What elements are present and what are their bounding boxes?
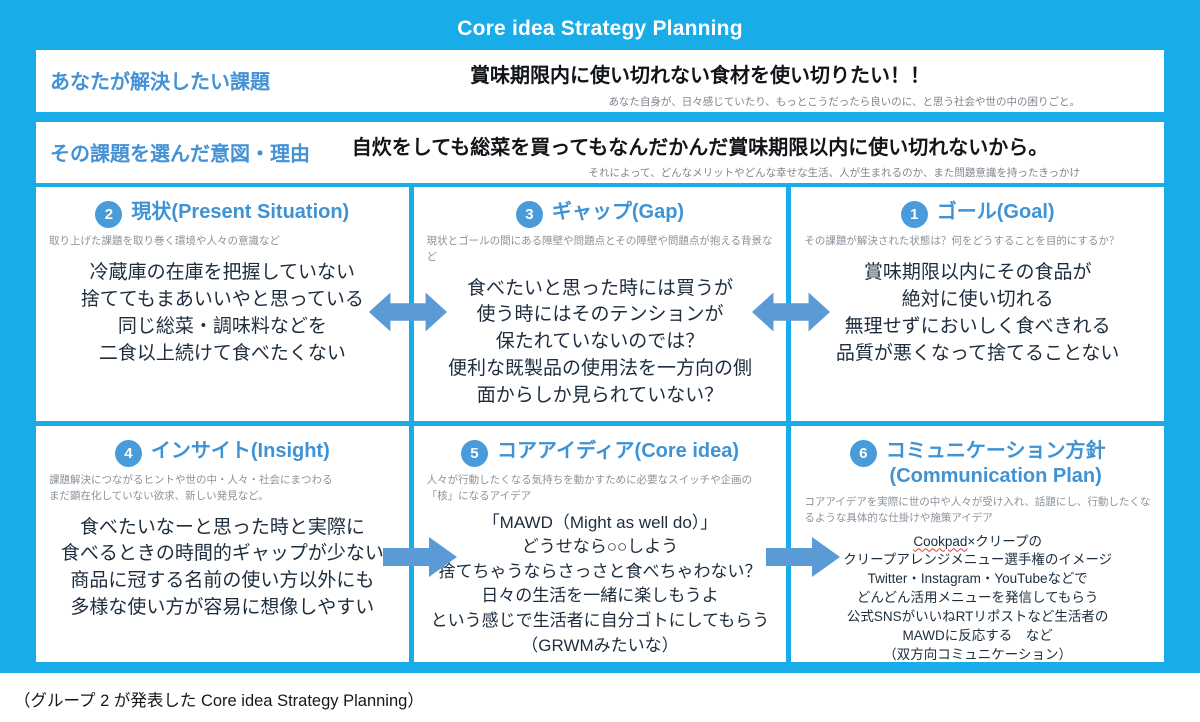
row-reason-value: 自炊をしても総菜を買ってもなんだかんだ賞味期限以内に使い切れないから。 — [351, 137, 1049, 159]
cell-desc: 取り上げた課題を取り巻く環境や人々の意識など — [49, 235, 280, 247]
row-reason-label: その課題を選んだ意図・理由 — [50, 142, 310, 165]
cell-head: 4 インサイト(Insight) — [36, 439, 409, 467]
cell-head: 1 ゴール(Goal) — [791, 200, 1164, 228]
cell-body-gap: 食べたいと思った時には買うが 使う時にはそのテンションが 保たれていないのでは？… — [447, 277, 752, 407]
cell-goal: 1 ゴール(Goal) その課題が解決された状態は？何をどうすることを目的にする… — [791, 187, 1164, 421]
cell-body-present-situation: 冷蔵庫の在庫を把握していない 捨ててもまあいいやと思っている 同じ総菜・調味料な… — [80, 261, 364, 364]
cell-desc: 現状とゴールの間にある障壁や問題点とその障壁や問題点が抱える背景など — [426, 235, 773, 263]
cell-desc: コアアイデアを実際に世の中や人々が受け入れ、話題にし、行動したくなるような具体的… — [804, 496, 1151, 524]
framework-grid: 2 現状(Present Situation) 取り上げた課題を取り巻く環境や人… — [36, 187, 1164, 662]
caption: （グループ 2 が発表した Core idea Strategy Plannin… — [14, 692, 424, 710]
row-problem-note: あなた自身が、日々感じていたり、もっとこうだったら良いのに、と思う社会や世の中の… — [608, 96, 1080, 108]
step-number-badge: 4 — [114, 440, 142, 467]
cell-title: コアアイディア(Core idea) — [496, 440, 740, 462]
double-arrow-icon — [752, 289, 830, 335]
step-number-badge: 5 — [460, 440, 488, 467]
cell-desc: その課題が解決された状態は？何をどうすることを目的にするか？ — [804, 235, 1120, 247]
right-arrow-icon — [383, 535, 457, 579]
row-reason: その課題を選んだ意図・理由 自炊をしても総菜を買ってもなんだかんだ賞味期限以内に… — [36, 122, 1164, 183]
step-number-badge: 1 — [900, 201, 928, 228]
cell-present-situation: 2 現状(Present Situation) 取り上げた課題を取り巻く環境や人… — [36, 187, 409, 421]
cell-head: 5 コアアイディア(Core idea) — [414, 439, 787, 467]
cell-body-communication: Cookpad×クリープの クリープアレンジメニュー選手権のイメージ Twitt… — [843, 533, 1113, 662]
cell-title: コミュニケーション方針 (Communication Plan) — [885, 440, 1106, 487]
cell-title: ゴール(Goal) — [936, 201, 1055, 223]
step-number-badge: 2 — [95, 201, 123, 228]
cell-body-insight: 食べたいなーと思った時と実際に 食べるときの時間的ギャップが少ない 商品に冠する… — [60, 516, 384, 619]
row-problem-label: あなたが解決したい課題 — [50, 71, 270, 94]
step-number-badge: 6 — [849, 440, 877, 467]
row-reason-note: それによって、どんなメリットやどんな幸せな生活、人が生まれるのか、また問題意識を… — [588, 167, 1080, 179]
cell-core-idea: 5 コアアイディア(Core idea) 人々が行動したくなる気持ちを動かすため… — [413, 426, 787, 662]
cell-title: インサイト(Insight) — [150, 440, 330, 462]
cell-communication-plan: 6 コミュニケーション方針 (Communication Plan) コアアイデ… — [791, 426, 1164, 662]
page-title: Core idea Strategy Planning — [457, 17, 743, 40]
cell-body-goal: 賞味期限以内にその食品が 絶対に使い切れる 無理せずにおいしく食べきれる 品質が… — [835, 261, 1120, 364]
cell-desc: 人々が行動したくなる気持ちを動かすために必要なスイッチや企画の「核」になるアイデ… — [426, 474, 753, 502]
cell-head: 6 コミュニケーション方針 (Communication Plan) — [791, 439, 1164, 489]
cell-title: 現状(Present Situation) — [131, 201, 350, 223]
step-number-badge: 3 — [515, 201, 543, 228]
cell-insight: 4 インサイト(Insight) 課題解決につながるヒントや世の中・人々・社会に… — [36, 426, 409, 662]
cell-body-core-idea: 「MAWD（Might as well do）」 どうせなら○○しよう 捨てちゃ… — [430, 512, 770, 655]
double-arrow-icon — [369, 289, 447, 335]
cell-title: ギャップ(Gap) — [551, 201, 685, 223]
cell-desc: 課題解決につながるヒントや世の中・人々・社会にまつわる まだ顕在化していない欲求… — [49, 474, 333, 502]
right-arrow-icon — [766, 535, 840, 579]
cell-gap: 3 ギャップ(Gap) 現状とゴールの間にある障壁や問題点とその障壁や問題点が抱… — [413, 187, 787, 421]
cell-head: 2 現状(Present Situation) — [36, 200, 409, 228]
row-problem: あなたが解決したい課題 賞味期限内に使い切れない食材を使い切りたい！！ あなた自… — [36, 50, 1164, 112]
row-problem-value: 賞味期限内に使い切れない食材を使い切りたい！！ — [470, 65, 930, 87]
cell-head: 3 ギャップ(Gap) — [414, 200, 787, 228]
